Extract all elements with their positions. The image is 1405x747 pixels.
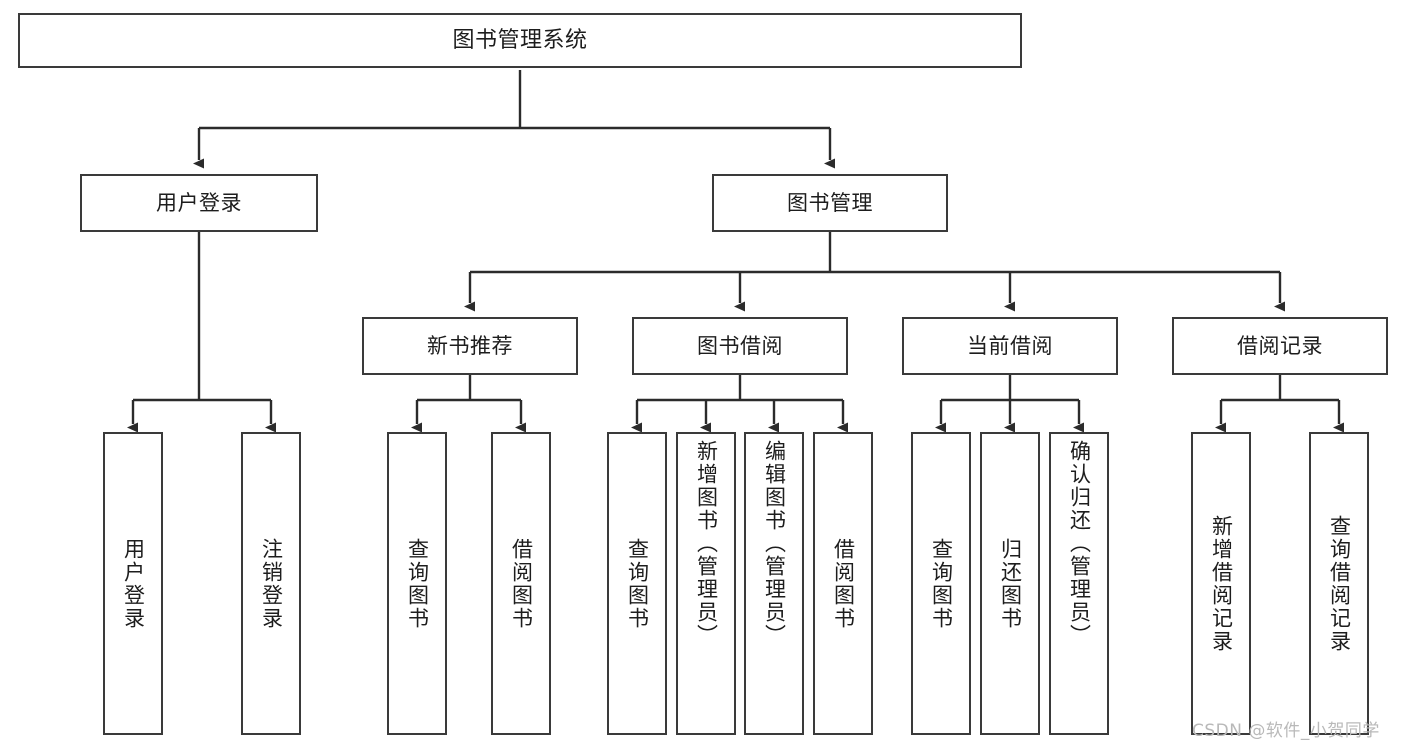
node-leaf-borrow-book-1-label: 借阅图书 [509,537,534,630]
node-leaf-user-login-label: 用户登录 [121,537,146,630]
node-new-book-recommend-label: 新书推荐 [427,333,513,358]
node-leaf-query-book-1-label: 查询图书 [405,537,430,630]
node-leaf-query-book-2[interactable]: 查询图书 [607,432,667,735]
node-leaf-user-login[interactable]: 用户登录 [103,432,163,735]
node-leaf-add-record-label: 新增借阅记录 [1209,514,1234,653]
node-book-manage[interactable]: 图书管理 [712,174,948,232]
node-leaf-borrow-book-2-label: 借阅图书 [831,537,856,630]
node-borrow-record[interactable]: 借阅记录 [1172,317,1388,375]
node-borrow-record-label: 借阅记录 [1237,333,1323,358]
node-root[interactable]: 图书管理系统 [18,13,1022,68]
node-leaf-query-book-3[interactable]: 查询图书 [911,432,971,735]
csdn-watermark: CSDN @软件_小贺同学 [1192,716,1380,741]
node-new-book-recommend[interactable]: 新书推荐 [362,317,578,375]
node-current-borrow-label: 当前借阅 [967,333,1053,358]
node-user-login-label: 用户登录 [156,190,242,215]
node-leaf-add-book-label: 新增图书（管理员） [694,440,719,647]
node-leaf-edit-book[interactable]: 编辑图书（管理员） [744,432,804,735]
node-leaf-add-record[interactable]: 新增借阅记录 [1191,432,1251,735]
node-leaf-edit-book-label: 编辑图书（管理员） [762,440,787,647]
node-leaf-query-book-2-label: 查询图书 [625,537,650,630]
node-leaf-query-book-1[interactable]: 查询图书 [387,432,447,735]
node-leaf-query-record[interactable]: 查询借阅记录 [1309,432,1369,735]
node-book-borrow[interactable]: 图书借阅 [632,317,848,375]
node-leaf-return-book-label: 归还图书 [998,537,1023,630]
node-leaf-query-record-label: 查询借阅记录 [1327,514,1352,653]
node-leaf-confirm-return[interactable]: 确认归还（管理员） [1049,432,1109,735]
node-leaf-add-book[interactable]: 新增图书（管理员） [676,432,736,735]
node-book-manage-label: 图书管理 [787,190,873,215]
node-leaf-user-logout-label: 注销登录 [259,537,284,630]
node-leaf-query-book-3-label: 查询图书 [929,537,954,630]
node-current-borrow[interactable]: 当前借阅 [902,317,1118,375]
node-book-borrow-label: 图书借阅 [697,333,783,358]
node-user-login[interactable]: 用户登录 [80,174,318,232]
csdn-watermark-text: CSDN @软件_小贺同学 [1192,721,1380,741]
node-leaf-confirm-return-label: 确认归还（管理员） [1067,440,1092,647]
node-leaf-user-logout[interactable]: 注销登录 [241,432,301,735]
node-root-label: 图书管理系统 [452,27,588,53]
node-leaf-borrow-book-2[interactable]: 借阅图书 [813,432,873,735]
node-leaf-borrow-book-1[interactable]: 借阅图书 [491,432,551,735]
node-leaf-return-book[interactable]: 归还图书 [980,432,1040,735]
